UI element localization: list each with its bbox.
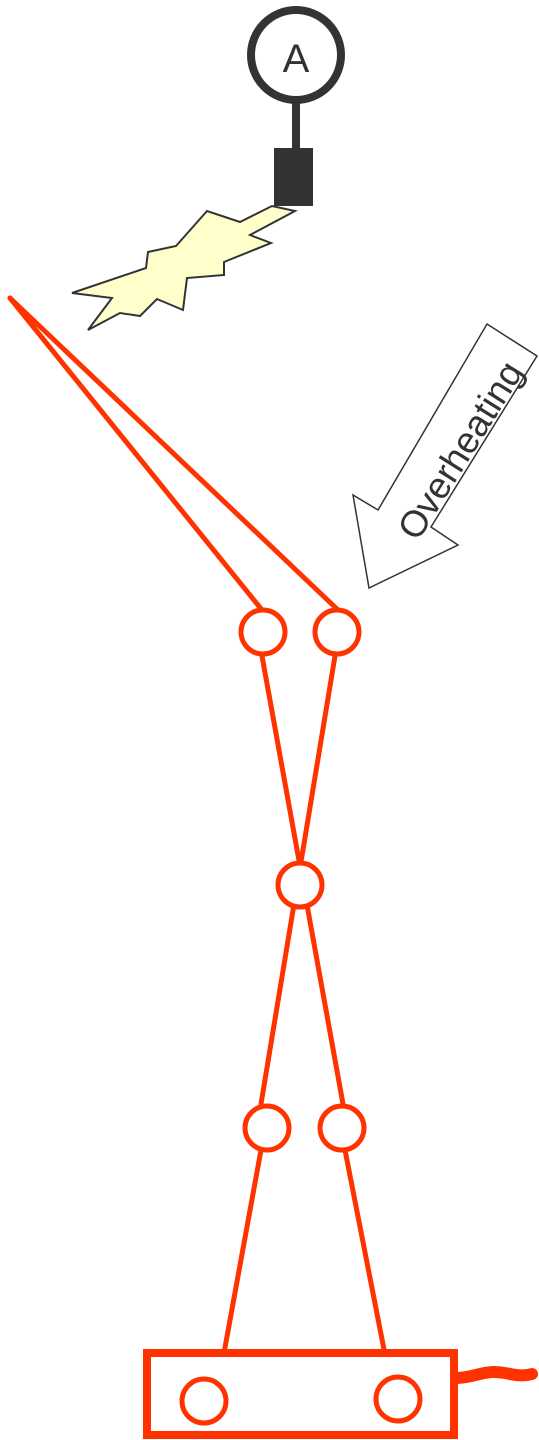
node-top-right <box>312 607 362 657</box>
wires <box>7 295 392 1378</box>
arrow-shape <box>351 322 539 590</box>
overheating-arrow: Overheating <box>351 322 539 590</box>
ammeter-label: A <box>283 37 310 81</box>
cable-lead <box>450 1365 538 1384</box>
probe-icon <box>274 148 313 206</box>
base-terminal-left <box>179 1376 229 1426</box>
node-top-left <box>238 607 288 657</box>
wire-upper-right <box>7 295 341 613</box>
wire-upper-left <box>7 295 265 613</box>
spark-icon <box>71 204 298 331</box>
wire-lower-right <box>342 1147 392 1378</box>
ammeter: A <box>247 6 345 206</box>
node-bottom-left <box>242 1103 292 1153</box>
wire-lower-left <box>217 1147 264 1378</box>
terminal-block <box>143 1349 538 1439</box>
node-cross <box>275 860 325 910</box>
nodes <box>238 607 367 1153</box>
base-terminal-right <box>373 1374 423 1424</box>
node-bottom-right <box>317 1103 367 1153</box>
